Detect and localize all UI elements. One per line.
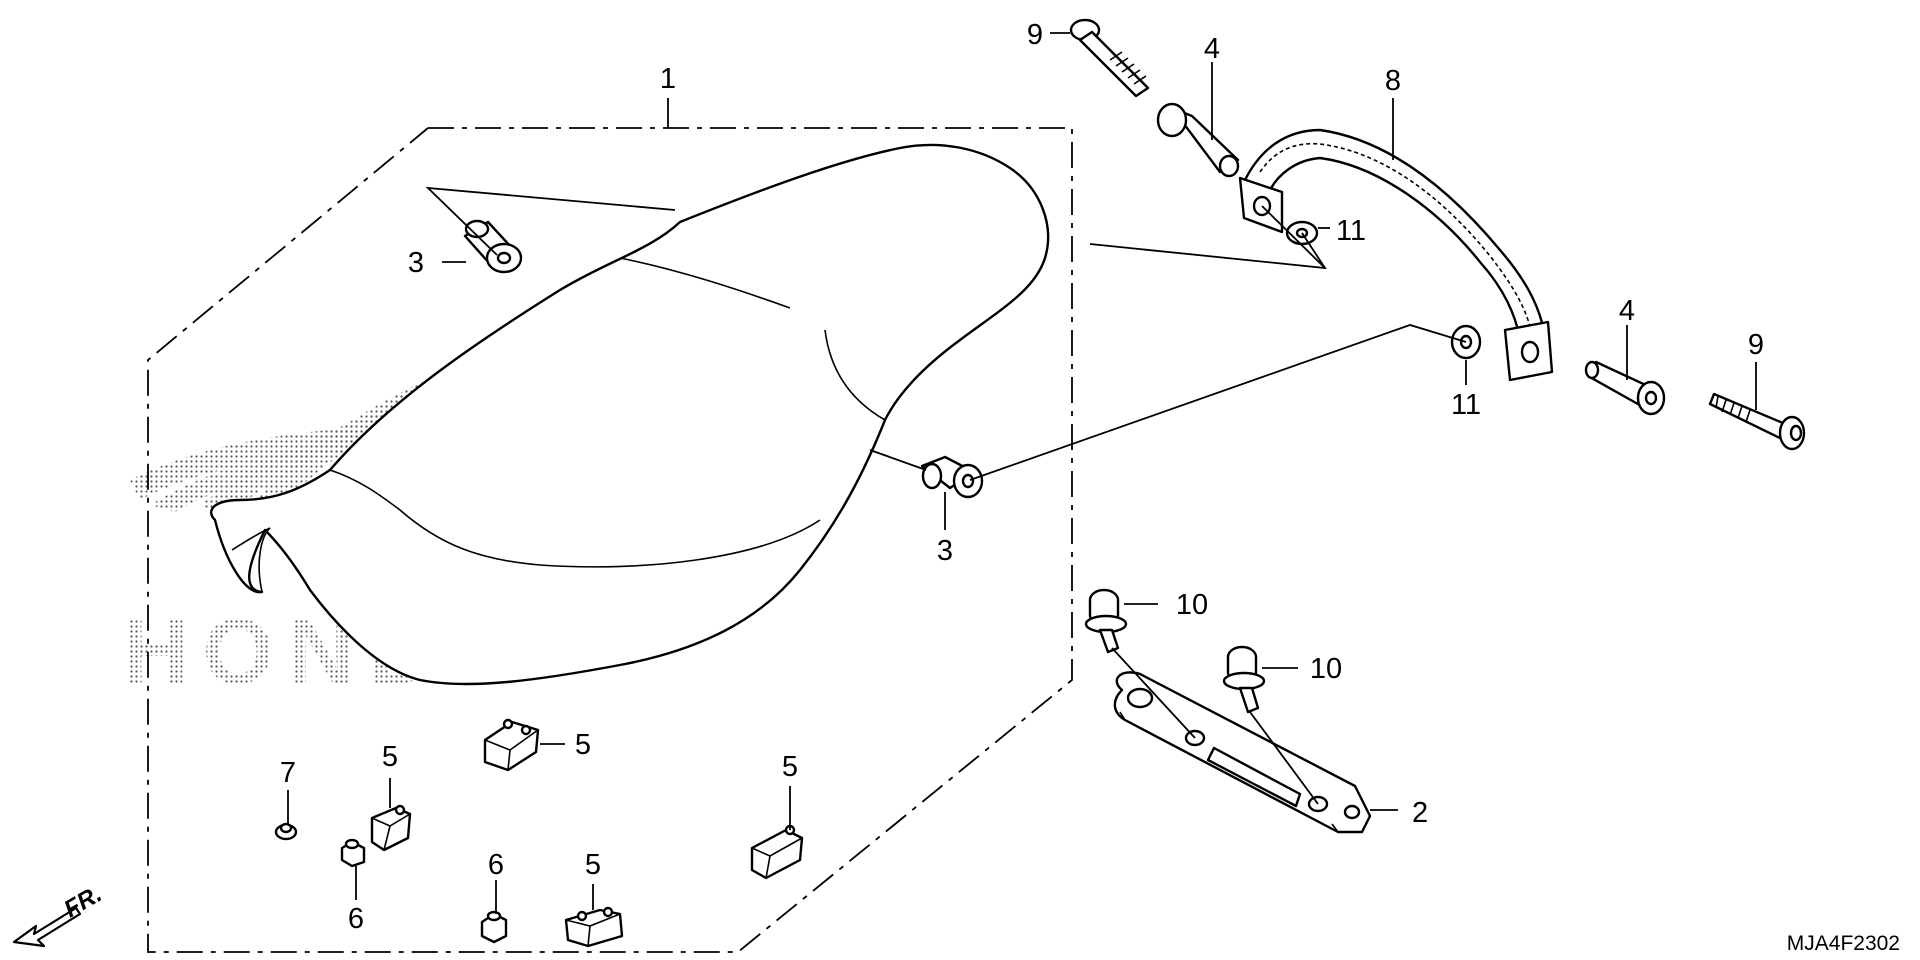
leader-lines: [287, 32, 1757, 914]
collar-upper: [1156, 102, 1240, 178]
callout-8: 8: [1385, 65, 1401, 97]
clip-d: [564, 906, 624, 948]
callout-5-b: 5: [382, 741, 398, 773]
seat-assembly-outline: [147, 127, 1073, 953]
flange-bolt-b: [1222, 645, 1266, 714]
callout-11-lower: 11: [1451, 389, 1481, 421]
callout-5-d: 5: [585, 849, 601, 881]
grommet: [274, 822, 298, 841]
callout-3-lower: 3: [937, 535, 953, 567]
clip-a: [483, 718, 540, 772]
bushing-lower: [920, 455, 984, 499]
clip-c: [750, 824, 804, 880]
callout-5-a: 5: [575, 729, 591, 761]
seat-bracket: [1113, 671, 1372, 834]
callout-9-upper: 9: [1027, 19, 1043, 51]
front-arrow-icon: [12, 906, 82, 948]
callout-6-b: 6: [488, 849, 504, 881]
callout-9-lower: 9: [1748, 329, 1764, 361]
callout-7: 7: [280, 757, 296, 789]
callout-10-a: 10: [1176, 589, 1208, 621]
callout-4-lower: 4: [1619, 295, 1635, 327]
callout-1: 1: [660, 63, 676, 95]
drawing-code: MJA4F2302: [1787, 932, 1900, 955]
rubber-bumper-a: [340, 838, 366, 868]
clip-b: [370, 804, 412, 852]
callout-4-upper: 4: [1204, 33, 1220, 65]
bolt-lower: [1708, 392, 1806, 451]
callout-10-b: 10: [1310, 653, 1342, 685]
callout-6-a: 6: [348, 903, 364, 935]
bushing-upper: [463, 219, 523, 274]
front-direction-marker: FR.: [12, 880, 106, 948]
callout-numbers: 1 2 3 3 4 4 5 5 5 5 6 6 7 8 9 9 10 10 11…: [280, 19, 1764, 935]
callout-2: 2: [1412, 797, 1428, 829]
rubber-bumper-b: [480, 910, 508, 944]
seat: [210, 143, 1050, 686]
collar-lower: [1584, 360, 1666, 416]
grab-strap: [1238, 128, 1554, 382]
bolt-upper: [1069, 18, 1150, 98]
callout-3-upper: 3: [408, 247, 424, 279]
flange-bolt-a: [1084, 588, 1128, 654]
callout-5-c: 5: [782, 751, 798, 783]
callout-11-upper: 11: [1336, 215, 1366, 247]
